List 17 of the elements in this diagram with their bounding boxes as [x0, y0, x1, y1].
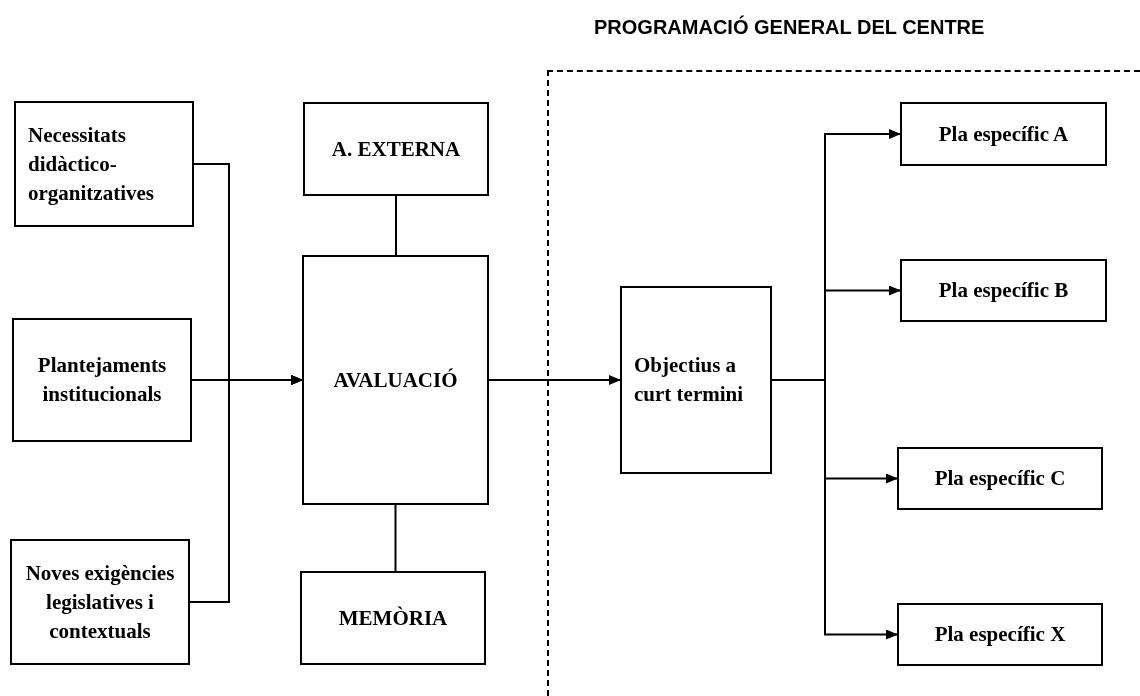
process-box: Noves exigències legislatives i contextuals: [10, 539, 190, 665]
process-box: Necessitats didàctico-organitzatives: [14, 101, 194, 227]
connector-line: [394, 504, 397, 572]
process-box: Pla específic B: [900, 259, 1107, 322]
connector-line: [395, 195, 397, 256]
process-box: MEMÒRIA: [300, 571, 486, 665]
arrow: [488, 375, 621, 385]
process-box: Plantejaments institucionals: [12, 318, 192, 442]
process-box: A. EXTERNA: [303, 102, 489, 196]
arrow: [189, 375, 303, 603]
section-heading: PROGRAMACIÓ GENERAL DEL CENTRE: [594, 14, 985, 40]
arrow: [771, 379, 898, 640]
process-box: Objectius a curt termini: [620, 286, 772, 474]
process-box: Pla específic X: [897, 603, 1103, 666]
process-box: Pla específic A: [900, 102, 1107, 166]
process-box: Pla específic C: [897, 447, 1103, 510]
process-box: AVALUACIÓ: [302, 255, 489, 505]
